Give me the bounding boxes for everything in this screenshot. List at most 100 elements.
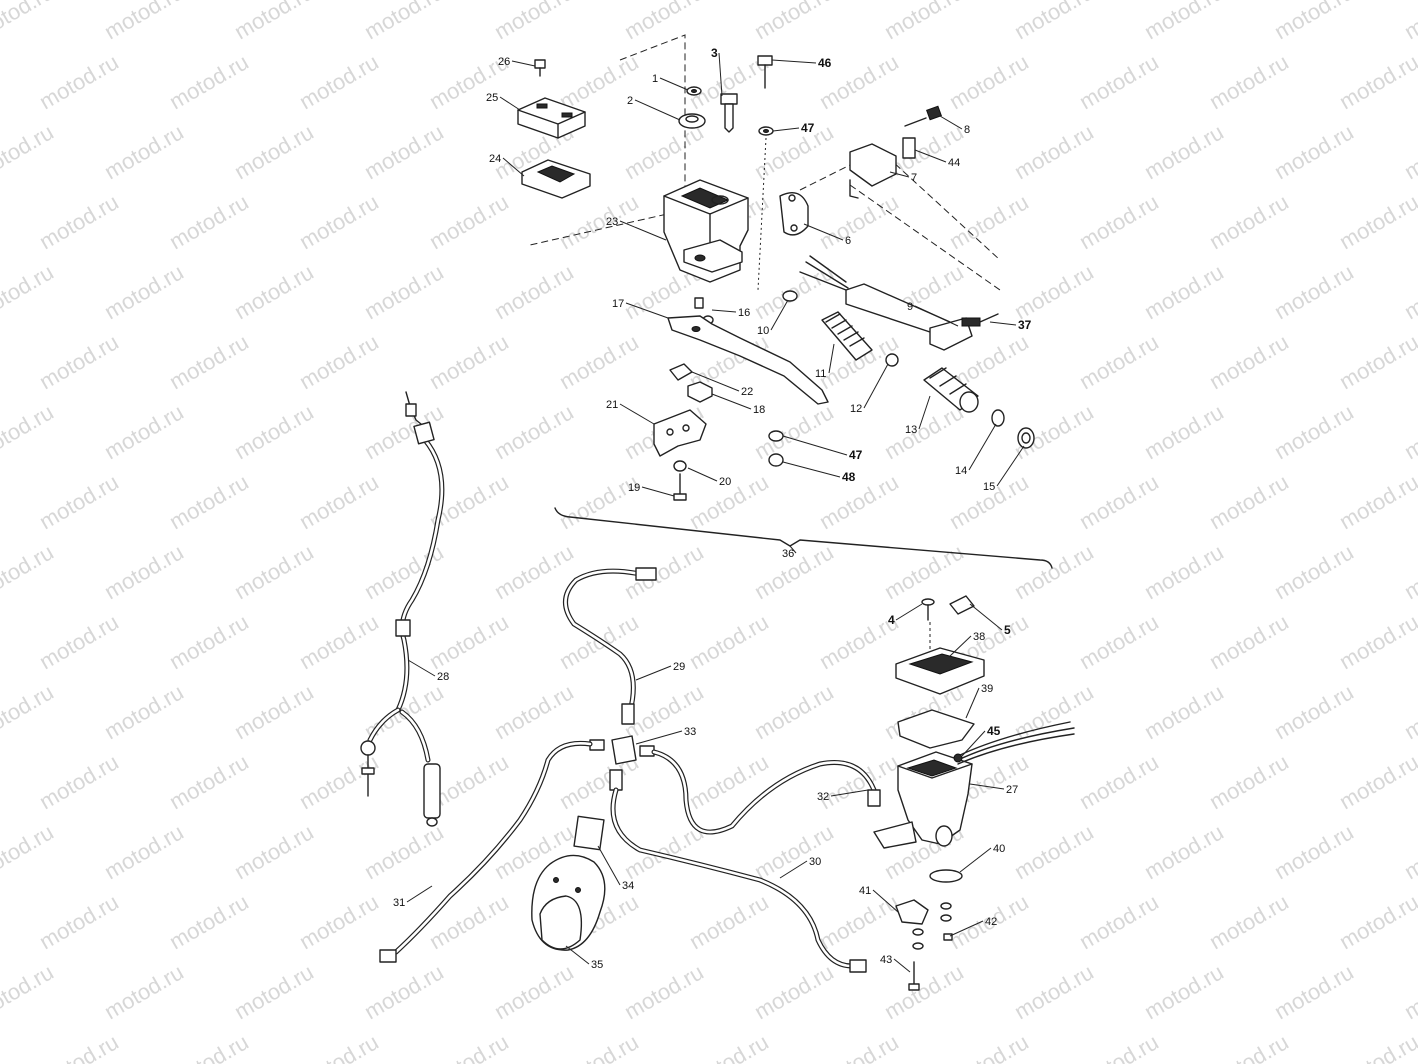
diaphragm-39 [897,709,975,749]
callout-13: 13 [905,424,917,436]
callout-47b: 47 [849,448,863,462]
screw-19 [673,473,687,501]
watermark-text: motod.ru [1010,539,1098,604]
callout-17: 17 [612,298,624,310]
watermark-text: motod.ru [165,329,253,394]
watermark-text: motod.ru [1270,119,1358,184]
grip-spring-11 [821,311,873,361]
watermark-text: motod.ru [1075,329,1163,394]
watermark-text: motod.ru [1400,679,1418,744]
washer-47-top [758,126,774,136]
watermark-text: motod.ru [880,539,968,604]
watermark-text: motod.ru [1205,189,1293,254]
watermark-text: motod.ru [35,329,123,394]
watermark-text: motod.ru [0,959,58,1024]
callout-27: 27 [1006,784,1018,796]
callout-11: 11 [815,368,826,380]
leader-line [969,603,1003,631]
watermark-text: motod.ru [815,889,903,954]
bleeder-45 [953,753,963,763]
clip-10 [782,290,798,302]
watermark-text: motod.ru [1205,49,1293,114]
watermark-text: motod.ru [1335,609,1418,674]
leader-line [989,321,1017,326]
watermark-text: motod.ru [360,819,448,884]
watermark-text: motod.ru [490,0,578,44]
callout-33: 33 [684,726,696,738]
leader-line [502,157,525,177]
watermark-text: motod.ru [295,609,383,674]
watermark-text: motod.ru [685,889,773,954]
watermark-text: motod.ru [100,819,188,884]
callout-45: 45 [987,724,1001,738]
watermark-text: motod.ru [1400,0,1418,44]
watermark-text: motod.ru [165,609,253,674]
bracket-21 [653,409,707,457]
washer-15 [1017,427,1035,449]
hose-30 [610,787,867,973]
watermark-text: motod.ru [35,1029,123,1064]
watermark-text: motod.ru [685,1029,773,1064]
nut-20 [673,460,687,472]
watermark-text: motod.ru [1335,1029,1418,1064]
watermark-text: motod.ru [295,1029,383,1064]
watermark-text: motod.ru [230,0,318,44]
leader-line [939,115,963,130]
watermark-text: motod.ru [1140,0,1228,44]
callout-40: 40 [993,843,1005,855]
watermark-text: motod.ru [425,889,513,954]
watermark-text: motod.ru [0,399,58,464]
callout-29: 29 [673,661,685,673]
nut-18 [687,381,713,403]
watermark-text: motod.ru [35,889,123,954]
leader-line [407,659,436,677]
callout-39: 39 [981,683,993,695]
watermark-text: motod.ru [1335,189,1418,254]
watermark-text: motod.ru [100,399,188,464]
callout-16: 16 [738,307,750,319]
leader-line [914,149,947,163]
watermark-text: motod.ru [1140,119,1228,184]
watermark-text: motod.ru [1205,469,1293,534]
leader-line [597,845,621,886]
watermark-text: motod.ru [100,959,188,1024]
watermark-text: motod.ru [750,0,838,44]
watermark-text: motod.ru [100,259,188,324]
callout-18: 18 [753,404,765,416]
callout-1: 1 [652,73,658,85]
watermark-text: motod.ru [425,329,513,394]
watermark-text: motod.ru [425,1029,513,1064]
callout-35: 35 [591,959,603,971]
watermark-text: motod.ru [945,189,1033,254]
callout-3: 3 [711,46,718,60]
leader-line [565,945,590,965]
watermark-text: motod.ru [1205,889,1293,954]
watermark-text: motod.ru [165,49,253,114]
watermark-text: motod.ru [1075,889,1163,954]
callout-28: 28 [437,671,449,683]
watermark-text: motod.ru [1140,959,1228,1024]
watermark-text: motod.ru [1270,539,1358,604]
watermark-text: motod.ru [880,399,968,464]
reservoir-cap-38 [895,647,985,695]
washer-12 [885,353,899,367]
leader-line [828,343,835,374]
watermark-text: motod.ru [165,469,253,534]
hose-29 [563,567,657,725]
watermark-text: motod.ru [1270,399,1358,464]
watermark-text: motod.ru [0,0,58,44]
watermark-text: motod.ru [165,749,253,814]
watermark-text: motod.ru [35,749,123,814]
callout-7: 7 [911,172,917,184]
screw-4 [921,598,935,621]
watermark-text: motod.ru [360,959,448,1024]
watermark-text: motod.ru [1270,0,1358,44]
clamp-41 [895,899,929,925]
watermark-text: motod.ru [1075,609,1163,674]
callout-5: 5 [1004,623,1011,637]
watermark-text: motod.ru [1400,959,1418,1024]
callout-20: 20 [719,476,731,488]
watermark-text: motod.ru [1400,119,1418,184]
watermark-text: motod.ru [165,189,253,254]
